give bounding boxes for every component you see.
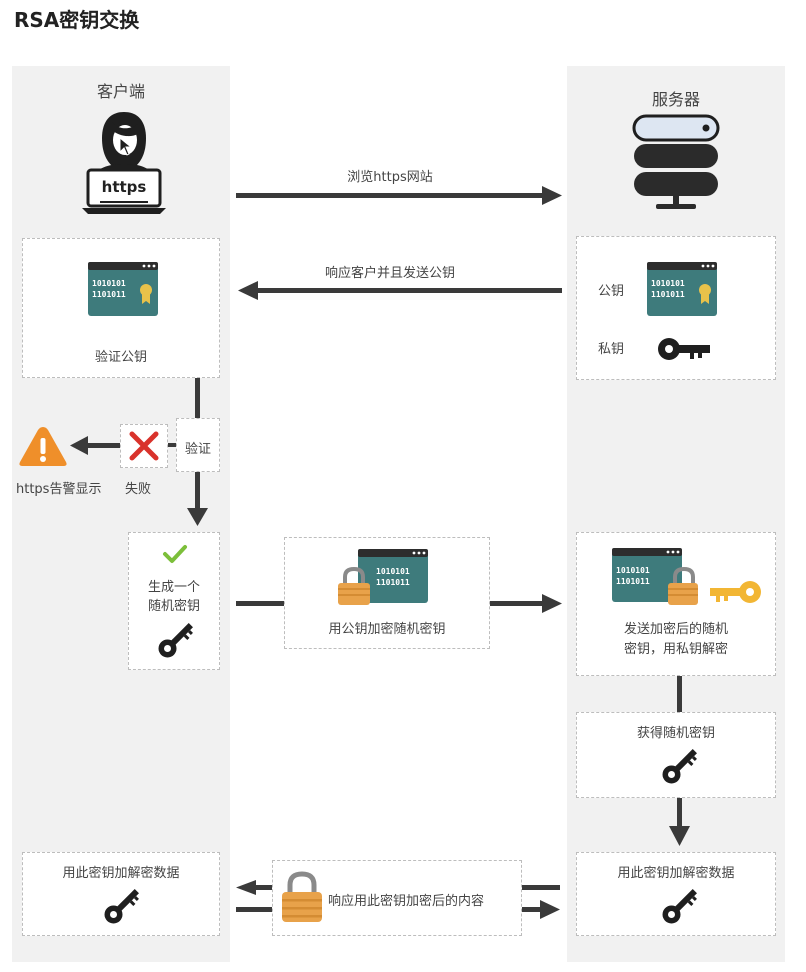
generate-line-2: 随机密钥 [147, 599, 200, 614]
bottom-lock-icon [282, 871, 322, 922]
decrypt-cert-line-2: 1101011 [616, 577, 650, 586]
generate-line-1: 生成一个 [147, 580, 200, 595]
decrypt-text: 发送加密后的随机 密钥，用私钥解密 [576, 620, 776, 660]
check-icon [163, 545, 187, 563]
cert-code: 1010101 1101011 [92, 278, 126, 300]
client-final-caption: 用此密钥加解密数据 [62, 866, 180, 881]
golden-key-icon [710, 581, 761, 603]
laptop-https-text: https [101, 178, 147, 196]
decrypt-cert-line-1: 1010101 [616, 566, 650, 575]
page-title: RSA密钥交换 [14, 8, 140, 32]
server-cert-line-2: 1101011 [651, 290, 685, 299]
warning-icon [19, 427, 67, 466]
verify-pubkey-caption: 验证公钥 [94, 350, 147, 365]
server-cert-line-1: 1010101 [651, 279, 685, 288]
server-final-key-icon [662, 889, 697, 924]
obtained-key-icon [662, 749, 697, 784]
encrypt-cert-line-2: 1101011 [376, 578, 410, 587]
server-column [567, 66, 785, 962]
verify-label: 验证 [184, 442, 211, 457]
encrypt-caption: 用公钥加密随机密钥 [328, 622, 446, 637]
obtain-key-box [576, 712, 776, 798]
decrypt-lock-icon [668, 566, 698, 605]
certificate-icon [88, 262, 158, 316]
client-label: 客户端 [96, 82, 145, 101]
public-key-label: 公钥 [598, 284, 625, 299]
bottom-middle-caption: 响应用此密钥加密后的内容 [328, 894, 485, 909]
public-key-certificate-icon [647, 262, 717, 316]
fail-x-icon [129, 431, 159, 461]
server-icon [632, 114, 720, 209]
decrypt-line-2: 密钥，用私钥解密 [623, 642, 728, 657]
browse-arrow-label: 浏览https网站 [347, 170, 433, 185]
decrypt-certificate-icon [612, 548, 682, 602]
encrypt-lock-icon [338, 566, 370, 605]
private-key-icon [658, 338, 710, 360]
random-key-icon [158, 623, 193, 658]
server-final-caption: 用此密钥加解密数据 [617, 866, 735, 881]
cert-line-1: 1010101 [92, 279, 126, 288]
encrypt-cert-code: 1010101 1101011 [376, 566, 410, 588]
client-final-box [22, 852, 220, 936]
decrypt-line-1: 发送加密后的随机 [623, 622, 728, 637]
warning-label: https告警显示 [16, 482, 102, 497]
fail-label: 失败 [125, 482, 152, 497]
cert-line-2: 1101011 [92, 290, 126, 299]
decrypt-cert-code: 1010101 1101011 [616, 565, 650, 587]
obtain-key-caption: 获得随机密钥 [636, 726, 715, 741]
private-key-label: 私钥 [598, 342, 625, 357]
server-label: 服务器 [651, 90, 700, 109]
generate-key-text: 生成一个 随机密钥 [128, 578, 220, 616]
encrypt-certificate-icon [358, 549, 428, 603]
encrypt-cert-line-1: 1010101 [376, 567, 410, 576]
respond-arrow-label: 响应客户并且发送公钥 [324, 266, 455, 281]
client-user-icon [82, 112, 166, 214]
client-final-key-icon [104, 889, 139, 924]
server-cert-code: 1010101 1101011 [651, 278, 685, 300]
verify-box [176, 418, 220, 472]
